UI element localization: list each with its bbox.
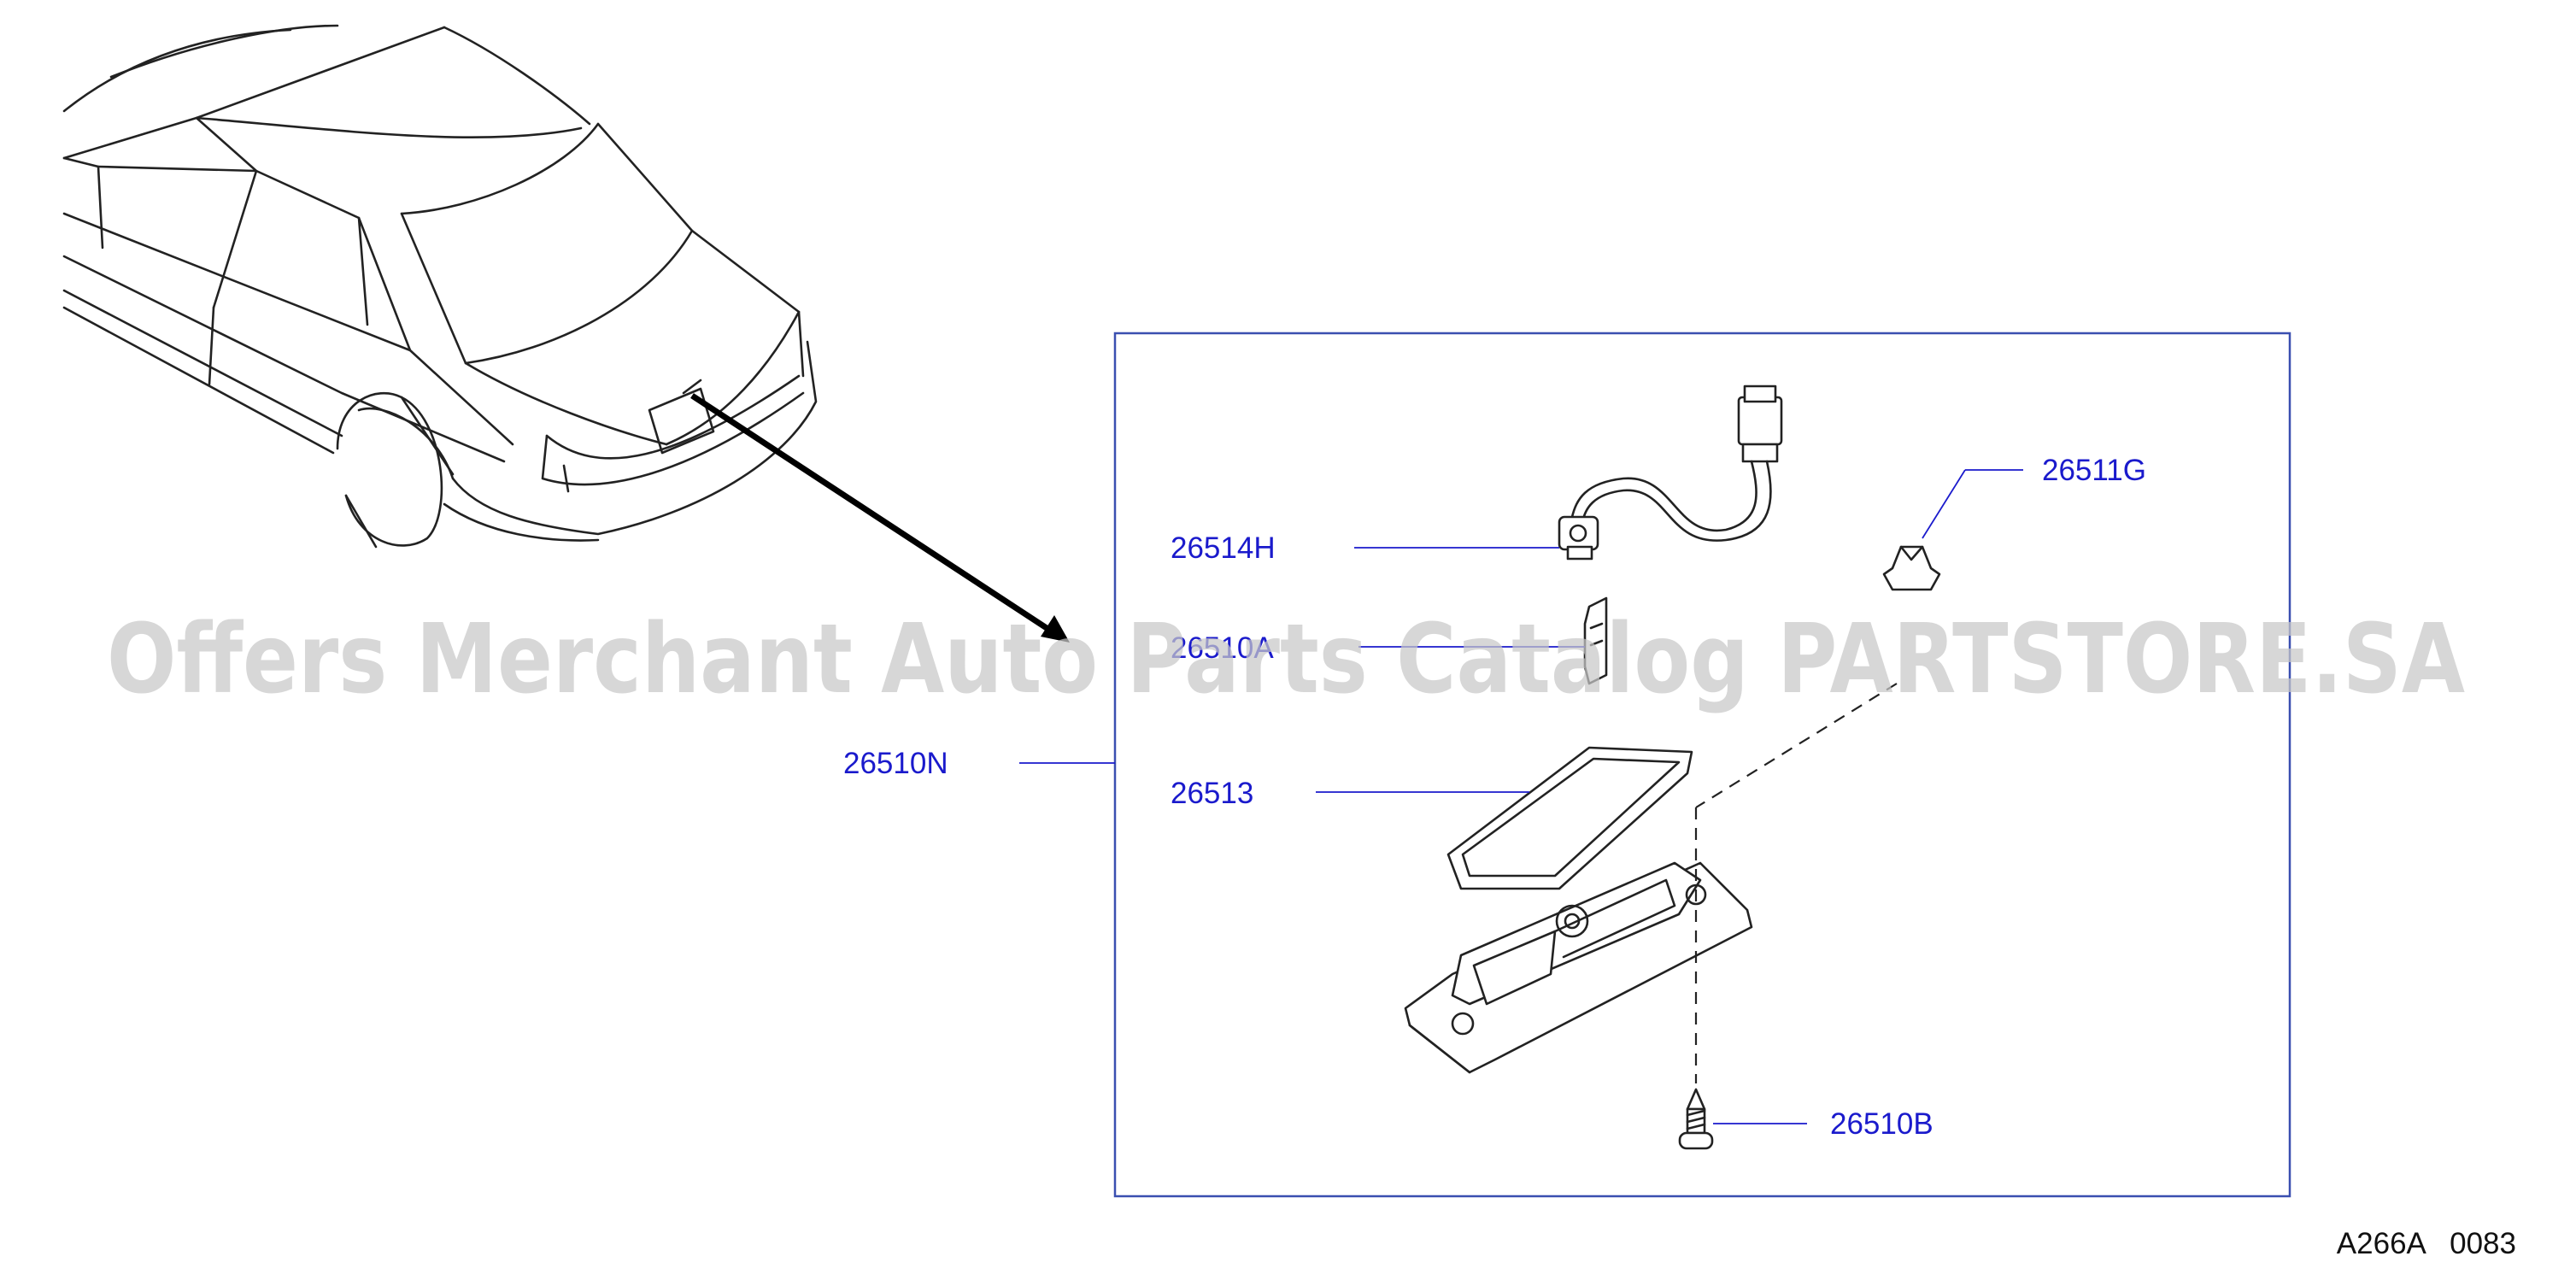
bracket-part <box>1583 596 1608 685</box>
detail-frame <box>1113 332 2291 1198</box>
label-26510B[interactable]: 26510B <box>1830 1107 1933 1141</box>
label-26510A[interactable]: 26510A <box>1171 631 1274 665</box>
label-26511G[interactable]: 26511G <box>2042 454 2146 487</box>
mounting-lines <box>1694 683 1898 1083</box>
diagram-code: A266A 0083 <box>2337 1227 2516 1260</box>
label-26514H[interactable]: 26514H <box>1171 531 1276 565</box>
clip-part <box>1882 545 1941 591</box>
car-illustration <box>62 24 818 549</box>
wire-harness <box>1558 385 1783 561</box>
screw-part <box>1678 1088 1714 1150</box>
lamp-housing <box>1404 861 1753 1074</box>
leader-lines <box>1019 469 2023 1124</box>
watermark-text: Offers Merchant Auto Parts Catalog PARTS… <box>107 604 2465 715</box>
lens-gasket <box>1446 746 1693 890</box>
label-26510N[interactable]: 26510N <box>843 747 948 780</box>
pointer-arrow <box>690 393 1070 643</box>
label-26513[interactable]: 26513 <box>1171 777 1253 810</box>
